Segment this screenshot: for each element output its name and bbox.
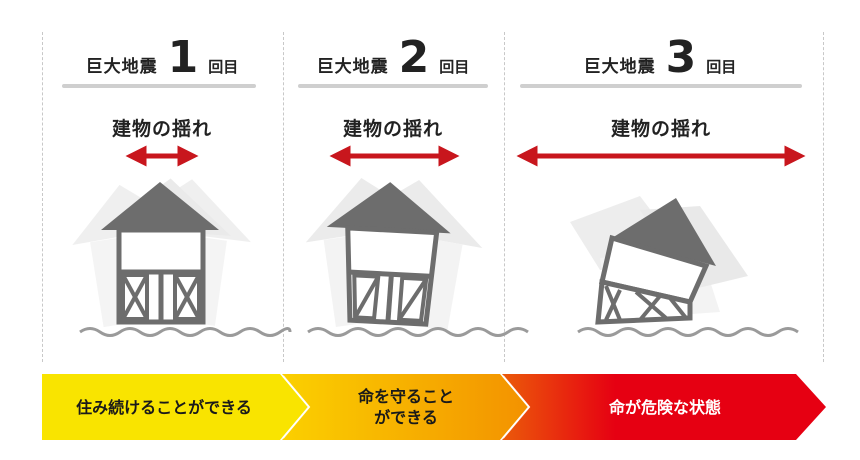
stage-1-segment bbox=[42, 374, 308, 440]
column-3-heading: 巨大地震 3 回目 bbox=[520, 32, 800, 83]
house-intact-icon bbox=[72, 178, 251, 328]
shake-label: 建物の揺れ bbox=[610, 118, 711, 140]
quake-suffix: 回目 bbox=[208, 58, 239, 76]
diagram-illustration bbox=[72, 145, 806, 337]
column-2-heading: 巨大地震 2 回目 bbox=[298, 32, 488, 83]
column-divider bbox=[504, 32, 505, 362]
quake-suffix: 回目 bbox=[706, 58, 737, 76]
heading-rule bbox=[520, 84, 802, 88]
ground-wave bbox=[577, 327, 799, 337]
house-tilted-icon bbox=[305, 177, 483, 332]
house-collapsing-icon bbox=[570, 196, 748, 325]
column-divider bbox=[283, 32, 284, 362]
shake-label: 建物の揺れ bbox=[111, 118, 212, 140]
quake-number: 3 bbox=[665, 32, 697, 83]
quake-number: 1 bbox=[167, 32, 199, 83]
stage-2-segment bbox=[282, 374, 528, 440]
ground-wave bbox=[79, 327, 292, 337]
stage-3-label: 命が危険な状態 bbox=[608, 397, 721, 417]
quake-prefix: 巨大地震 bbox=[583, 57, 656, 77]
outcome-arrow-bar bbox=[42, 374, 826, 440]
ground-wave bbox=[307, 327, 529, 337]
stage-1-label: 住み続けることができる bbox=[76, 397, 252, 417]
column-divider bbox=[42, 32, 43, 362]
heading-rule bbox=[298, 84, 488, 88]
quake-suffix: 回目 bbox=[439, 58, 470, 76]
column-divider bbox=[823, 32, 824, 362]
heading-rule bbox=[62, 84, 256, 88]
stage-3-segment bbox=[502, 374, 826, 440]
quake-prefix: 巨大地震 bbox=[85, 57, 158, 77]
quake-number: 2 bbox=[398, 32, 430, 83]
shake-label: 建物の揺れ bbox=[342, 118, 443, 140]
stage-2-label: 命を守ること ができる bbox=[357, 387, 454, 427]
quake-prefix: 巨大地震 bbox=[316, 57, 389, 77]
column-1-heading: 巨大地震 1 回目 bbox=[62, 32, 262, 83]
